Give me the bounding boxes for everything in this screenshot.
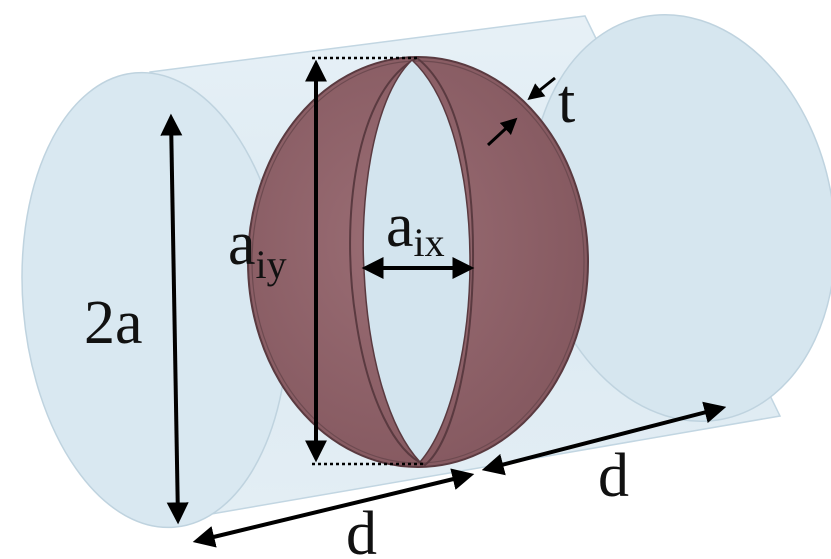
arrow-d-right <box>481 401 727 476</box>
label-aiy-sub: iy <box>256 242 287 287</box>
label-aiy-main: a <box>228 210 256 278</box>
shell-rim <box>251 60 585 464</box>
dimension-arrows <box>160 59 727 548</box>
label-aix-main: a <box>386 192 414 260</box>
label-2a: 2a <box>84 289 143 357</box>
arrow-d-left <box>192 468 475 548</box>
label-aiy: aiy <box>228 210 287 287</box>
label-t: t <box>558 68 575 136</box>
arrow-2a <box>160 113 189 525</box>
label-d-left: d <box>346 500 377 559</box>
shell-aperture-rim <box>349 56 475 467</box>
label-aix-sub: ix <box>414 220 445 265</box>
label-aix: aix <box>386 192 445 265</box>
arrow-t-outer <box>527 76 556 101</box>
arrow-t-inner <box>486 117 518 147</box>
label-d-right: d <box>598 442 629 510</box>
